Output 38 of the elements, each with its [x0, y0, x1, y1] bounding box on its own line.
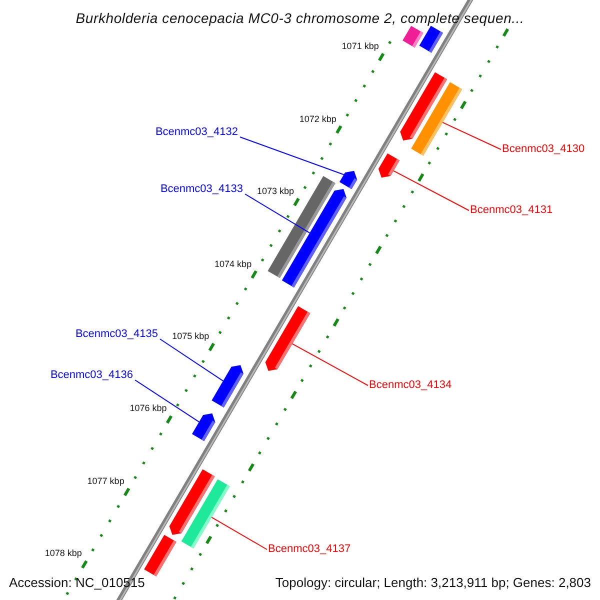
gene-label: Bcenmc03_4135: [75, 328, 158, 341]
gene-feature: [282, 189, 346, 288]
scale-label: 1078 kbp: [44, 548, 82, 558]
gene-label: Bcenmc03_4133: [160, 183, 243, 196]
gene-feature: [402, 26, 424, 48]
gene-feature: [419, 26, 443, 53]
leader-line: [160, 338, 224, 382]
scale-label: 1071 kbp: [342, 41, 379, 52]
gene-label: Bcenmc03_4132: [155, 126, 238, 139]
scale-label: 1076 kbp: [130, 403, 167, 414]
gene-feature: [212, 365, 244, 408]
scale-label: 1072 kbp: [299, 114, 336, 124]
gene-feature: [265, 306, 310, 371]
scale-label: 1073 kbp: [256, 186, 294, 196]
gene-feature: [192, 413, 216, 442]
leader-line: [292, 343, 368, 386]
gene-label: Bcenmc03_4130: [502, 143, 585, 156]
gene-label: Bcenmc03_4134: [369, 379, 452, 392]
gene-feature: [411, 82, 462, 156]
leader-line: [244, 194, 310, 234]
gene-label: Bcenmc03_4131: [470, 204, 553, 217]
gene-label: Bcenmc03_4137: [268, 543, 351, 556]
leader-line: [393, 170, 470, 211]
leader-line: [134, 380, 200, 422]
gene-label: Bcenmc03_4136: [50, 369, 133, 382]
title: Burkholderia cenocepacia MC0-3 chromosome 2, complete sequen...: [74, 9, 526, 27]
gene-feature: [378, 153, 400, 178]
leader-line: [211, 516, 268, 550]
scale-label: 1077 kbp: [87, 476, 124, 486]
footer-text: Topology: circular; Length: 3,213,911 bp; Genes: 2,803: [275, 574, 591, 592]
leader-line: [442, 122, 502, 150]
gene-feature: [339, 170, 358, 190]
scale-label: 1074 kbp: [214, 258, 252, 268]
leader-line: [240, 136, 344, 176]
gene-feature: [144, 534, 176, 576]
footer-text: Accession: NC_010515: [9, 574, 145, 592]
scale-label: 1075 kbp: [172, 330, 210, 341]
gene-feature: [181, 479, 230, 548]
